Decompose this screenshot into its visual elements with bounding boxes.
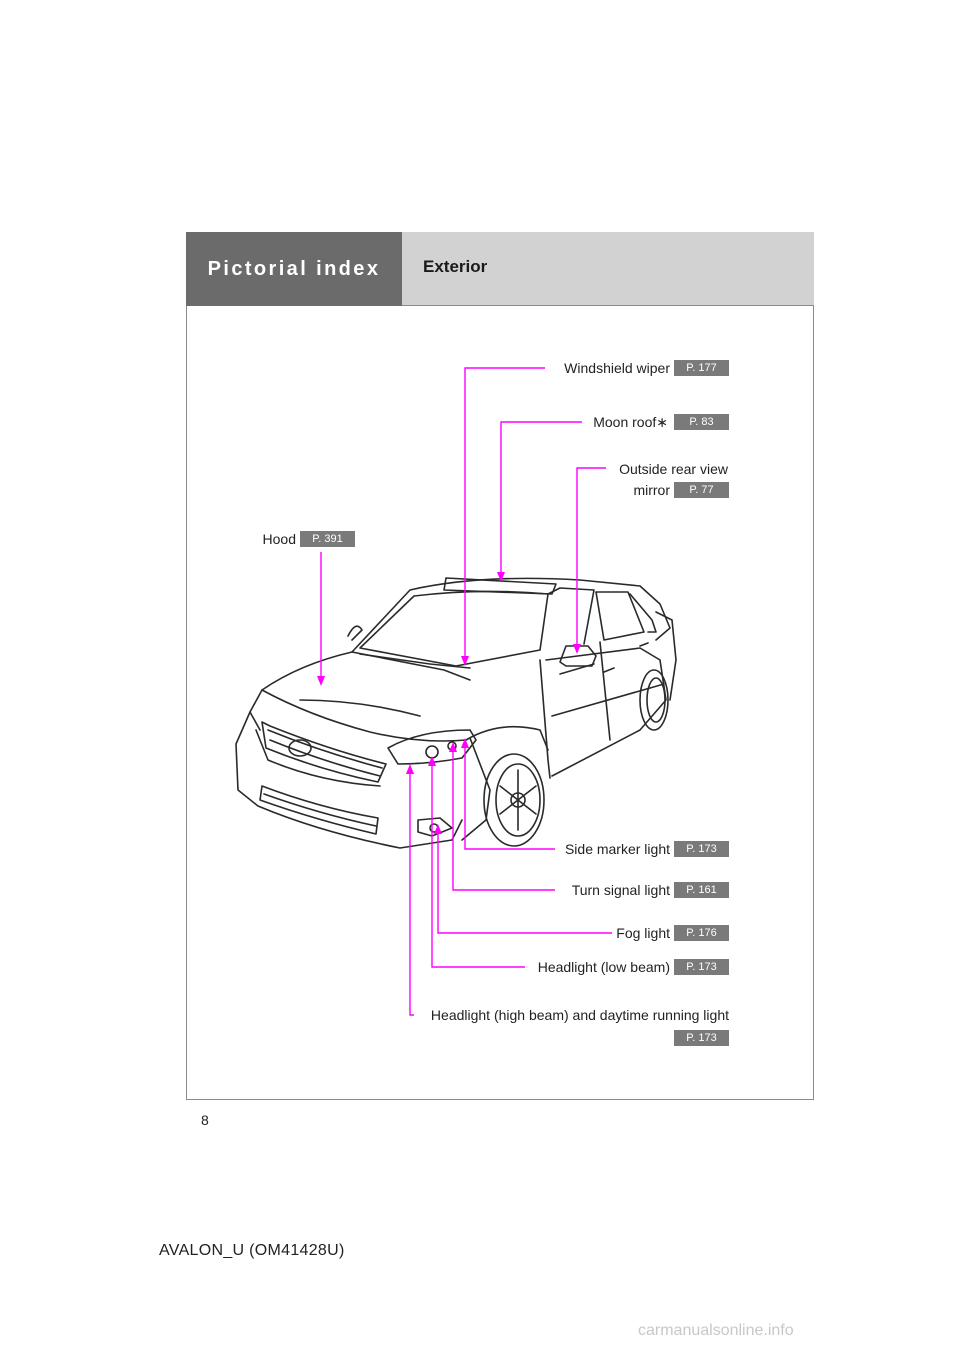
leader-side-marker [464, 742, 555, 850]
fog-light-label: Fog light [616, 925, 670, 941]
hood-page[interactable]: P. 391 [300, 531, 355, 547]
headlight-low-page[interactable]: P. 173 [674, 959, 729, 975]
section-tab: Pictorial index [186, 232, 402, 306]
outside-mirror-label-line1: Outside rear view [619, 461, 728, 477]
car-drawing [235, 577, 677, 849]
leader-arrowheads [317, 572, 581, 834]
leader-moon-roof [500, 421, 582, 578]
turn-signal-label: Turn signal light [571, 882, 670, 898]
watermark: carmanualsonline.info [638, 1322, 794, 1339]
turn-signal-page[interactable]: P. 161 [674, 882, 729, 898]
page-header: Exterior [402, 232, 814, 306]
document-footer: AVALON_U (OM41428U) [159, 1242, 345, 1259]
windshield-wiper-page[interactable]: P. 177 [674, 360, 729, 376]
headlight-low-label: Headlight (low beam) [537, 959, 670, 975]
headlight-high-page[interactable]: P. 173 [674, 1030, 729, 1046]
section-title: Pictorial index [207, 257, 381, 280]
moon-roof-asterisk: ∗ [656, 414, 668, 430]
moon-roof-text: Moon roof [593, 414, 657, 430]
side-marker-label: Side marker light [564, 841, 670, 857]
leader-turn-signal [452, 746, 555, 891]
outside-mirror-page[interactable]: P. 77 [674, 482, 729, 498]
moon-roof-page[interactable]: P. 83 [674, 414, 729, 430]
leader-fog-light [437, 828, 612, 934]
outside-mirror-label-line2: mirror [633, 482, 670, 498]
side-marker-page[interactable]: P. 173 [674, 841, 729, 857]
leader-windshield-wiper [464, 367, 545, 662]
windshield-wiper-label: Windshield wiper [564, 360, 670, 376]
leader-outside-mirror [576, 467, 606, 650]
leader-headlight-low [431, 760, 525, 968]
moon-roof-label: Moon roof∗ [560, 414, 668, 431]
page-number: 8 [201, 1112, 209, 1128]
leader-lines [320, 367, 612, 1016]
hood-label: Hood [262, 531, 296, 547]
fog-light-page[interactable]: P. 176 [674, 925, 729, 941]
headlight-high-label: Headlight (high beam) and daytime runnin… [430, 1007, 729, 1023]
leader-headlight-high [409, 768, 414, 1016]
page-title: Exterior [423, 257, 488, 276]
